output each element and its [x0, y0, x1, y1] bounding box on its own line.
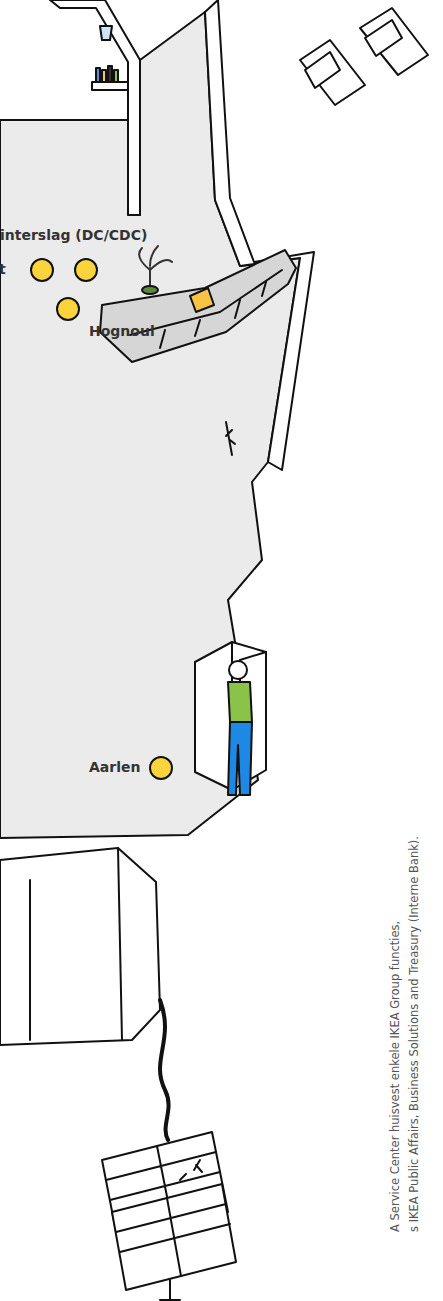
location-dot	[150, 757, 172, 779]
shelf	[92, 82, 128, 90]
solar-panel	[112, 1184, 236, 1290]
book	[114, 70, 118, 82]
wall	[50, 0, 140, 215]
house-drawing	[0, 0, 428, 1300]
lounge-chair-back	[365, 20, 402, 56]
person-shirt	[228, 682, 252, 722]
solar-stand	[160, 1280, 180, 1300]
location-dot	[57, 298, 79, 320]
book	[108, 66, 112, 82]
location-label: Hognoul	[89, 323, 155, 340]
location-dots	[31, 259, 172, 779]
cable	[160, 1000, 169, 1140]
location-dot	[75, 259, 97, 281]
lounge-chair	[300, 40, 365, 105]
cup	[100, 26, 112, 40]
person-jeans	[228, 722, 252, 795]
plant	[139, 246, 172, 290]
footnote-text: s IKEA Public Affairs, Business Solution…	[408, 836, 422, 1232]
sofa	[100, 250, 296, 362]
floor	[0, 12, 300, 838]
cabinet-edge	[30, 848, 122, 1040]
location-dot	[31, 259, 53, 281]
lounge-chair-back	[305, 52, 340, 88]
location-label: interslag (DC/CDC)	[0, 227, 147, 244]
sparkle	[180, 1160, 202, 1180]
cabinet-wall	[0, 848, 160, 1045]
book	[96, 68, 100, 82]
location-label: Aarlen	[89, 759, 140, 776]
wall	[205, 0, 314, 470]
solar-grid	[116, 1198, 230, 1276]
plant-pot	[142, 286, 158, 294]
person-head	[229, 661, 247, 679]
lounge-chair	[360, 8, 428, 75]
lamp	[226, 422, 235, 455]
footnote-text: A Service Center huisvest enkele IKEA Gr…	[389, 921, 403, 1232]
cushion	[190, 288, 214, 312]
location-label: t	[0, 261, 6, 278]
book	[102, 70, 106, 82]
